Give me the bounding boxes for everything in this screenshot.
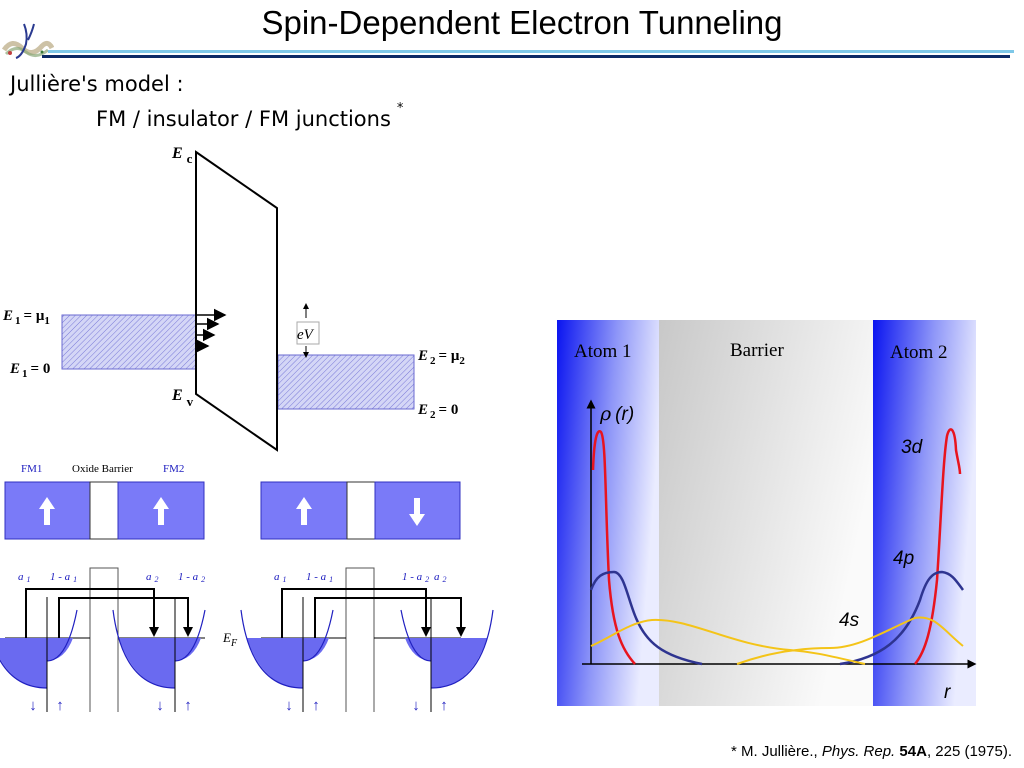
dos-minority-fill (47, 638, 73, 661)
fm1-block (4, 481, 91, 540)
dos-majority-curve (0, 658, 48, 689)
junction-parallel (4, 481, 205, 540)
junction-labels: FM1 Oxide Barrier FM2 (21, 463, 184, 475)
title-rule-light (48, 50, 1014, 53)
dos-minority-fill (175, 638, 201, 661)
tunnel-arrowhead (149, 627, 159, 637)
section-heading: Jullière's model : (10, 72, 184, 96)
citation-footnote: * M. Jullière., Phys. Rep. 54A, 225 (197… (731, 743, 1012, 760)
dos-minority-curve (400, 609, 432, 662)
tunnel-path (58, 597, 189, 638)
atom-1-label: Atom 1 (574, 341, 632, 362)
electrode-2-fill (277, 354, 415, 410)
barrier-outline (345, 567, 375, 712)
spin-up-arrow-icon (153, 497, 169, 525)
fm1-label: FM1 (21, 463, 42, 475)
tunnel-path (314, 597, 462, 638)
tunnel-arrowhead (421, 627, 431, 637)
fermi-level-label: EF (222, 630, 238, 649)
dos-minority-curve (174, 609, 206, 662)
oxide-barrier-label: Oxide Barrier (72, 463, 133, 475)
dos-majority-fill (247, 638, 303, 688)
institution-logo-icon (1, 20, 55, 62)
citation-volume: 54A (899, 743, 927, 760)
citation-author: * M. Jullière., (731, 743, 822, 760)
curve-4p-label: 4p (893, 548, 914, 569)
curve-3d-label: 3d (901, 437, 924, 458)
spin-down-arrow-icon (409, 498, 425, 526)
fm1-block (260, 481, 348, 540)
section-subheading: FM / insulator / FM junctions * (96, 101, 403, 131)
dos-majority-fill (0, 638, 47, 688)
dos-minority-fill (405, 638, 431, 661)
curve-4p (589, 570, 965, 666)
slide-title: Spin-Dependent Electron Tunneling (261, 4, 783, 41)
subheading-text: FM / insulator / FM junctions (96, 107, 391, 131)
spin-up-label: ↑ (440, 698, 448, 714)
dos-majority-curve (112, 609, 176, 689)
title-rule-dark (42, 55, 1010, 58)
dos-minority-curve (46, 609, 78, 662)
junction-antiparallel (260, 481, 461, 540)
spin-up-arrow-icon (296, 497, 312, 525)
y-axis-label: ρ(r) (599, 403, 634, 425)
x-axis-label: r (944, 682, 951, 703)
citation-details: , 225 (1975). (926, 743, 1012, 760)
fm2-label: FM2 (163, 463, 184, 475)
spin-up-label: ↑ (56, 698, 64, 714)
tunnel-arrowhead (183, 627, 193, 637)
electrode-1-fill (61, 314, 197, 370)
curve-4s (590, 616, 964, 665)
citation-journal: Phys. Rep. (821, 743, 896, 760)
spin-down-label: ↓ (156, 698, 164, 714)
barrier-block (346, 481, 376, 540)
tunnel-path (25, 588, 155, 638)
barrier-label: Barrier (730, 340, 784, 361)
dos-majority-fill (119, 638, 175, 688)
bias-box (296, 321, 320, 345)
dos-majority-fill (431, 638, 487, 688)
tunnel-arrowhead (456, 627, 466, 637)
barrier-block (89, 481, 119, 540)
tunnel-path (281, 588, 427, 638)
orbital-plot: Atom 1 Barrier Atom 2 ρ(r) r 3d 4p 4s (557, 320, 977, 706)
dos-minority-curve (302, 609, 334, 662)
dos-minority-fill (303, 638, 329, 661)
spin-up-label: ↑ (184, 698, 192, 714)
atom-1-region (557, 320, 659, 706)
spin-down-label: ↓ (412, 698, 420, 714)
footnote-marker: * (396, 101, 404, 116)
spin-down-label: ↓ (29, 698, 37, 714)
bias-label: eV (297, 327, 315, 343)
curve-4s-label: 4s (839, 610, 860, 631)
atom-2-label: Atom 2 (890, 342, 948, 363)
barrier-outline (89, 567, 119, 712)
dos-majority-curve (240, 609, 304, 689)
spin-up-label: ↑ (312, 698, 320, 714)
barrier-outline (195, 150, 278, 452)
barrier-region (659, 320, 873, 706)
spin-up-arrow-icon (39, 497, 55, 525)
dos-majority-curve (430, 609, 494, 689)
spin-down-label: ↓ (285, 698, 293, 714)
